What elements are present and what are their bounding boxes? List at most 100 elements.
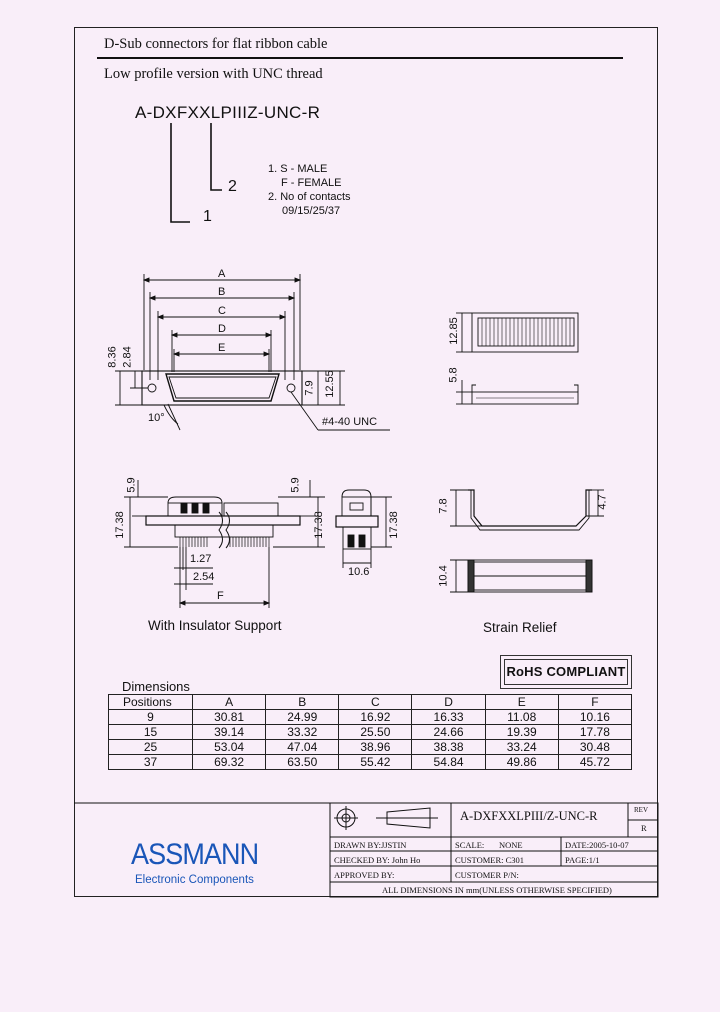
assmann-logo: ASSMANN bbox=[131, 838, 259, 871]
dim-12-55: 12.55 bbox=[323, 370, 336, 398]
table-cell: 53.04 bbox=[191, 739, 267, 755]
table-cell: 33.32 bbox=[265, 724, 340, 740]
side-view bbox=[456, 312, 579, 405]
table-cell: 24.99 bbox=[265, 709, 340, 725]
scale-label: SCALE: bbox=[455, 840, 485, 850]
page-number: PAGE:1/1 bbox=[565, 855, 600, 865]
legend-3: 2. No of contacts bbox=[268, 191, 351, 203]
title-rule bbox=[97, 57, 623, 60]
dim-8-36: 8.36 bbox=[106, 346, 119, 368]
table-cell: 38.38 bbox=[411, 739, 486, 755]
rev-label: REV bbox=[634, 806, 648, 814]
table-cell: 10.16 bbox=[557, 709, 633, 725]
insulator-view bbox=[124, 480, 325, 608]
table-cell: 38.96 bbox=[338, 739, 413, 755]
document-subtitle: Low profile version with UNC thread bbox=[104, 66, 323, 82]
dim-2-84: 2.84 bbox=[121, 346, 134, 368]
legend-4: 09/15/25/37 bbox=[282, 205, 341, 217]
strain-relief-view bbox=[450, 489, 604, 593]
table-row: 15 39.14 33.32 25.50 24.66 19.39 17.78 bbox=[108, 724, 633, 740]
legend-1: 1. S - MALE bbox=[268, 163, 328, 175]
thread-label: #4-40 UNC bbox=[322, 416, 378, 428]
table-cell: 25.50 bbox=[338, 724, 413, 740]
checked-by: CHECKED BY: John Ho bbox=[334, 855, 421, 865]
callout-2: 2 bbox=[228, 178, 237, 195]
dim-5-8: 5.8 bbox=[447, 367, 460, 383]
dim-17-38-left: 17.38 bbox=[113, 511, 126, 539]
scale-value: NONE bbox=[499, 840, 523, 850]
callout-1: 1 bbox=[203, 208, 212, 225]
table-cell: 33.24 bbox=[484, 739, 559, 755]
table-cell: 45.72 bbox=[557, 754, 633, 770]
header-d: D bbox=[411, 694, 486, 710]
header-b: B bbox=[265, 694, 340, 710]
table-row: 37 69.32 63.50 55.42 54.84 49.86 45.72 bbox=[108, 754, 633, 770]
table-cell: 69.32 bbox=[191, 754, 267, 770]
dim-a-label: A bbox=[218, 268, 226, 280]
table-cell: 15 bbox=[108, 724, 193, 740]
table-cell: 25 bbox=[108, 739, 193, 755]
table-cell: 49.86 bbox=[484, 754, 559, 770]
pitch-1-27: 1.27 bbox=[190, 553, 212, 565]
table-cell: 55.42 bbox=[338, 754, 413, 770]
table-cell: 19.39 bbox=[484, 724, 559, 740]
table-cell: 37 bbox=[108, 754, 193, 770]
header-e: E bbox=[484, 694, 559, 710]
approved-by: APPROVED BY: bbox=[334, 870, 395, 880]
table-cell: 17.78 bbox=[557, 724, 633, 740]
drawing-date: DATE:2005-10-07 bbox=[565, 840, 629, 850]
rev-value: R bbox=[641, 823, 647, 833]
table-cell: 39.14 bbox=[191, 724, 267, 740]
dim-5-9-left: 5.9 bbox=[125, 477, 138, 493]
end-view bbox=[335, 489, 392, 568]
legend-2: F - FEMALE bbox=[281, 177, 342, 189]
angle-label: 10° bbox=[148, 412, 165, 424]
dim-10-4: 10.4 bbox=[437, 565, 450, 587]
dim-d-label: D bbox=[218, 323, 226, 335]
dim-c-label: C bbox=[218, 305, 226, 317]
insulator-caption: With Insulator Support bbox=[148, 618, 282, 633]
table-header-row: Positions A B C D E F bbox=[108, 694, 633, 710]
dim-17-38-end: 17.38 bbox=[387, 511, 400, 539]
title-block-lines bbox=[74, 802, 659, 898]
table-cell: 54.84 bbox=[411, 754, 486, 770]
header-a: A bbox=[191, 694, 267, 710]
dim-17-38-right: 17.38 bbox=[312, 511, 325, 539]
dimensions-table: Positions A B C D E F 9 30.81 24.99 16.9… bbox=[108, 694, 633, 770]
dim-5-9-right: 5.9 bbox=[289, 477, 302, 493]
drawn-by: DRAWN BY:JJSTIN bbox=[334, 840, 407, 850]
table-cell: 9 bbox=[108, 709, 193, 725]
table-row: 9 30.81 24.99 16.92 16.33 11.08 10.16 bbox=[108, 709, 633, 725]
dim-7-9: 7.9 bbox=[303, 380, 316, 396]
customer: CUSTOMER: C301 bbox=[455, 855, 525, 865]
table-cell: 47.04 bbox=[265, 739, 340, 755]
header-c: C bbox=[338, 694, 413, 710]
dimensions-caption: Dimensions bbox=[122, 679, 190, 694]
table-row: 25 53.04 47.04 38.96 38.38 33.24 30.48 bbox=[108, 739, 633, 755]
table-cell: 16.33 bbox=[411, 709, 486, 725]
header-f: F bbox=[557, 694, 633, 710]
part-code: A-DXFXXLPIIIZ-UNC-R bbox=[135, 103, 321, 122]
header-positions: Positions bbox=[108, 694, 193, 710]
dim-4-7: 4.7 bbox=[596, 494, 609, 510]
dim-b-label: B bbox=[218, 286, 226, 298]
table-cell: 11.08 bbox=[484, 709, 559, 725]
pitch-2-54: 2.54 bbox=[193, 571, 215, 583]
document-title: D-Sub connectors for flat ribbon cable bbox=[104, 36, 328, 52]
customer-pn: CUSTOMER P/N: bbox=[455, 870, 519, 880]
table-cell: 24.66 bbox=[411, 724, 486, 740]
front-view bbox=[115, 274, 390, 431]
dim-12-85: 12.85 bbox=[447, 317, 460, 345]
rohs-badge: RoHS COMPLIANT bbox=[500, 655, 632, 689]
dim-e-label: E bbox=[218, 342, 226, 354]
table-cell: 63.50 bbox=[265, 754, 340, 770]
rohs-text: RoHS COMPLIANT bbox=[504, 659, 628, 685]
part-number: A-DXFXXLPIII/Z-UNC-R bbox=[460, 809, 598, 823]
dim-10-6: 10.6 bbox=[348, 566, 370, 578]
assmann-tagline: Electronic Components bbox=[135, 874, 254, 886]
dim-f-label: F bbox=[217, 590, 224, 602]
table-cell: 30.48 bbox=[557, 739, 633, 755]
dimension-note: ALL DIMENSIONS IN mm(UNLESS OTHERWISE SP… bbox=[382, 885, 612, 895]
table-cell: 16.92 bbox=[338, 709, 413, 725]
